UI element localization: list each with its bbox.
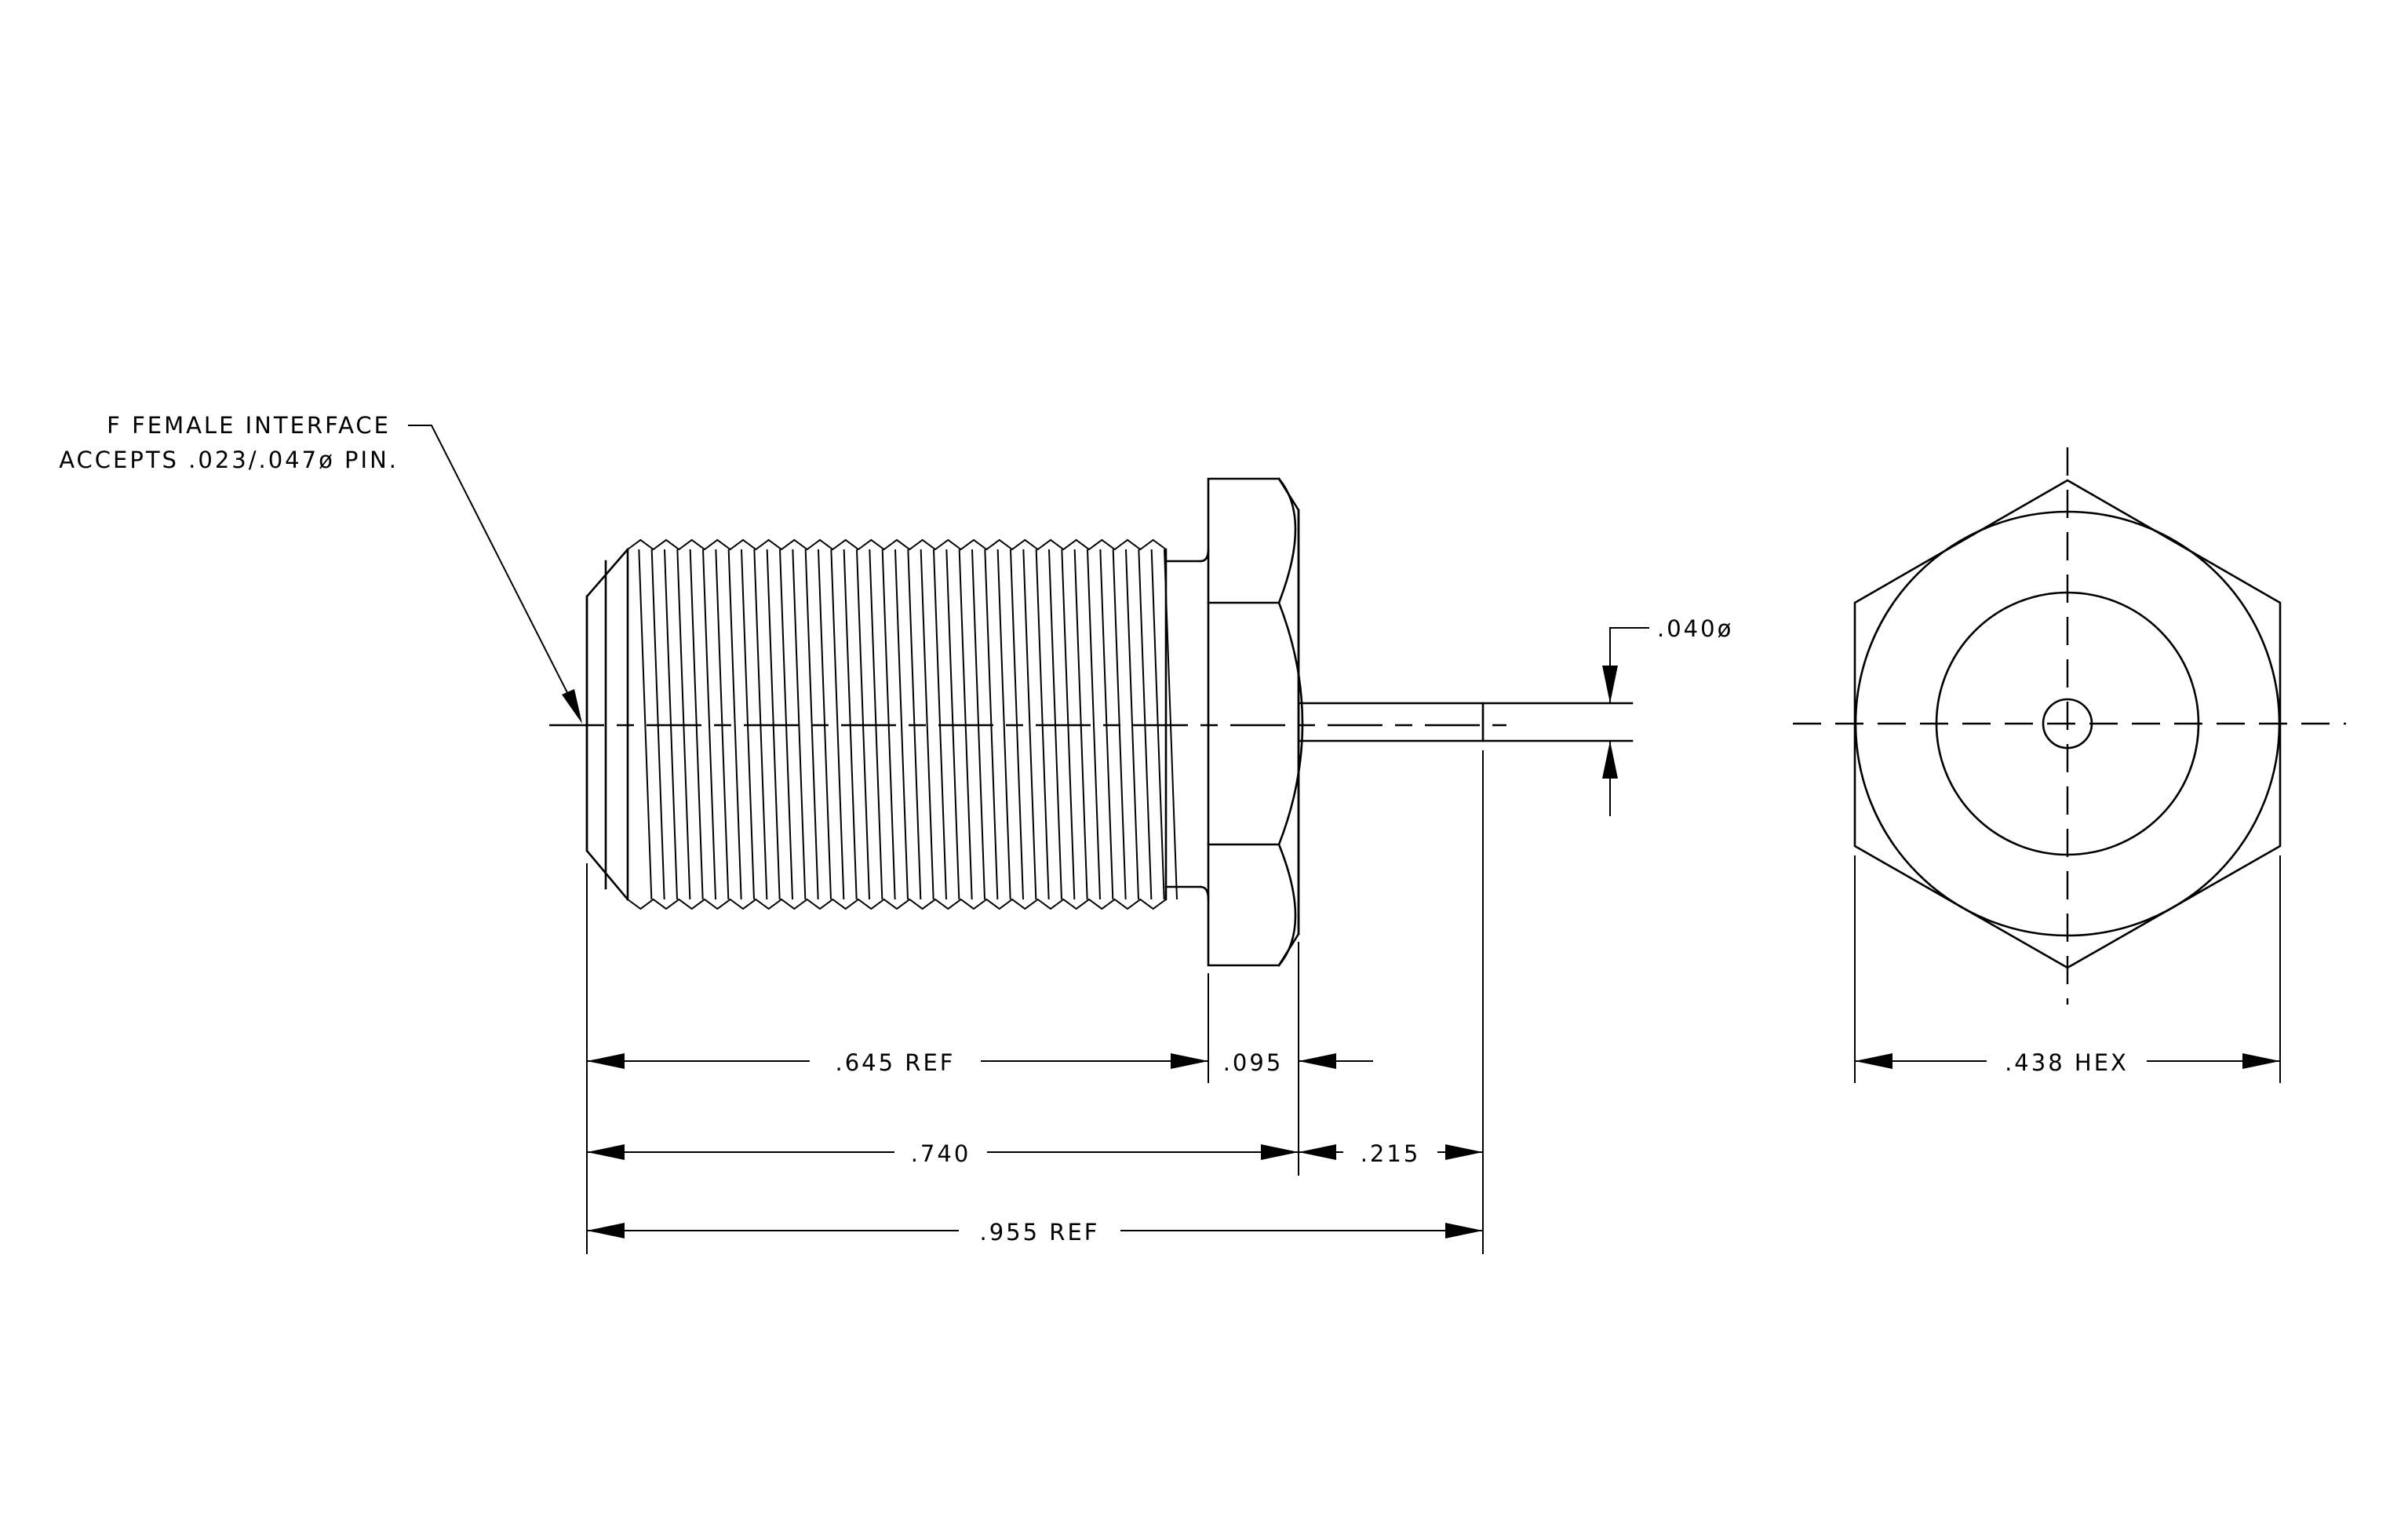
center-pin	[1297, 702, 1634, 742]
dim-thread-length: .645 REF	[836, 1049, 956, 1076]
dimension-lines	[586, 627, 2281, 1254]
threaded-body	[585, 538, 1210, 910]
dim-pin-diameter: .040ø	[1657, 615, 1733, 642]
end-view	[1793, 447, 2346, 1005]
dim-hex-thickness: .095	[1223, 1049, 1284, 1076]
dim-body-length: .740	[911, 1140, 971, 1167]
dim-overall-length: .955 REF	[980, 1219, 1100, 1246]
dim-pin-length: .215	[1361, 1140, 1421, 1167]
side-view	[408, 425, 1634, 967]
callout-leader	[408, 425, 580, 717]
callout-line-1: F FEMALE INTERFACE	[107, 412, 391, 439]
hex-nut-side	[1207, 477, 1304, 967]
callout-line-2: ACCEPTS .023/.047ø PIN.	[59, 447, 399, 473]
dim-hex-across-flats: .438 HEX	[2005, 1049, 2129, 1076]
